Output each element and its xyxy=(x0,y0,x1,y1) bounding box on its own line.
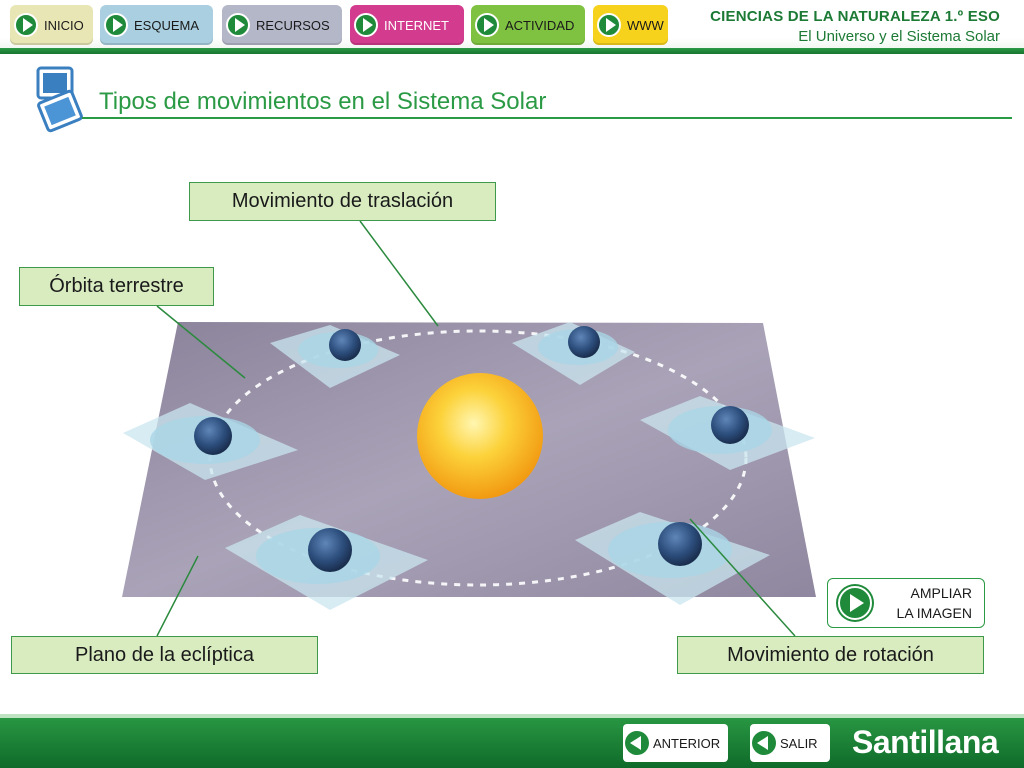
earth-position-5 xyxy=(225,515,428,610)
play-icon xyxy=(14,13,38,37)
salir-button[interactable]: SALIR xyxy=(750,724,830,762)
footer-bar xyxy=(0,714,1024,768)
earth-position-1 xyxy=(270,325,400,388)
ampliar-label: AMPLIAR LA IMAGEN xyxy=(872,583,984,623)
play-icon xyxy=(226,13,250,37)
slides-icon xyxy=(36,66,83,133)
unit-title: El Universo y el Sistema Solar xyxy=(798,28,1000,45)
footer-highlight xyxy=(0,714,1024,718)
play-icon xyxy=(354,13,378,37)
leader-lines xyxy=(156,220,796,637)
nav-inicio-button[interactable]: INICIO xyxy=(10,5,93,45)
title-underline xyxy=(82,117,1012,119)
back-arrow-icon xyxy=(625,731,649,755)
play-icon xyxy=(838,586,872,620)
earth-position-3 xyxy=(640,396,815,470)
nav-inicio-label: INICIO xyxy=(44,17,84,33)
nav-internet-label: INTERNET xyxy=(384,17,449,33)
ampliar-imagen-button[interactable]: AMPLIAR LA IMAGEN xyxy=(827,578,985,628)
nav-actividad-label: ACTIVIDAD xyxy=(505,17,575,33)
back-arrow-icon xyxy=(752,731,776,755)
earth-position-6 xyxy=(575,512,770,605)
play-icon xyxy=(597,13,621,37)
nav-esquema-button[interactable]: ESQUEMA xyxy=(100,5,213,45)
anterior-label: ANTERIOR xyxy=(653,735,721,751)
page-title: Tipos de movimientos en el Sistema Solar xyxy=(99,88,547,115)
earth-position-2 xyxy=(512,322,635,385)
ampliar-label-line2: LA IMAGEN xyxy=(896,605,972,621)
nav-recursos-label: RECURSOS xyxy=(256,17,330,33)
top-bar-divider xyxy=(0,48,1024,54)
nav-internet-button[interactable]: INTERNET xyxy=(350,5,464,45)
anterior-button[interactable]: ANTERIOR xyxy=(623,724,728,762)
earth-position-4 xyxy=(123,403,298,480)
ampliar-label-line1: AMPLIAR xyxy=(910,585,972,601)
nav-actividad-button[interactable]: ACTIVIDAD xyxy=(471,5,585,45)
course-header: CIENCIAS DE LA NATURALEZA 1.º ESO El Uni… xyxy=(710,8,1000,45)
santillana-logo: Santillana xyxy=(852,724,999,760)
nav-www-button[interactable]: WWW xyxy=(593,5,668,45)
play-icon xyxy=(104,13,128,37)
nav-recursos-button[interactable]: RECURSOS xyxy=(222,5,342,45)
nav-www-label: WWW xyxy=(627,17,664,33)
label-traslacion: Movimiento de traslación xyxy=(189,182,496,221)
play-icon xyxy=(475,13,499,37)
label-rotacion: Movimiento de rotación xyxy=(677,636,984,674)
solar-system-diagram xyxy=(122,220,816,637)
salir-label: SALIR xyxy=(780,735,818,751)
nav-esquema-label: ESQUEMA xyxy=(134,17,200,33)
label-plano-ecliptica: Plano de la eclíptica xyxy=(11,636,318,674)
sun-icon xyxy=(417,373,543,499)
label-orbita: Órbita terrestre xyxy=(19,267,214,306)
course-title: CIENCIAS DE LA NATURALEZA 1.º ESO xyxy=(710,8,1000,25)
